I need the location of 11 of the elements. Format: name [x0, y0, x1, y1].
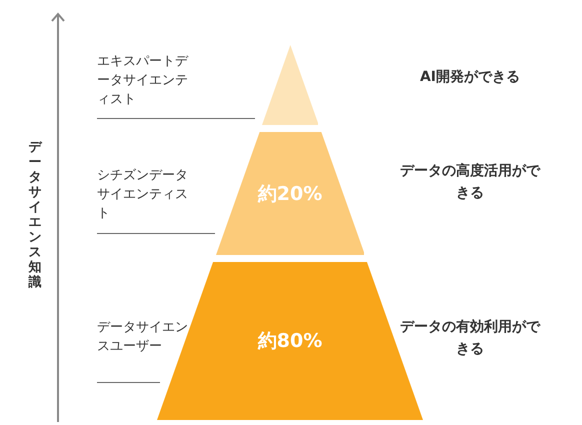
- axis-label: データサイエンス知識: [28, 140, 42, 290]
- pyramid-tier: [216, 132, 364, 255]
- tier-name: データサイエンスユーザー: [97, 319, 189, 356]
- pyramid-tier: [262, 45, 318, 125]
- percentage-value: 約80%: [256, 329, 324, 354]
- tier-name: シチズンデータサイエンティスト: [97, 167, 189, 223]
- tier-description: データの高度活用ができる: [399, 162, 542, 203]
- tier-name: エキスパートデータサイエンティスト: [97, 53, 189, 109]
- tier-description: データの有効利用ができる: [399, 318, 542, 359]
- percentage-value: 約20%: [256, 182, 324, 206]
- tier-description: AI開発ができる: [418, 68, 522, 87]
